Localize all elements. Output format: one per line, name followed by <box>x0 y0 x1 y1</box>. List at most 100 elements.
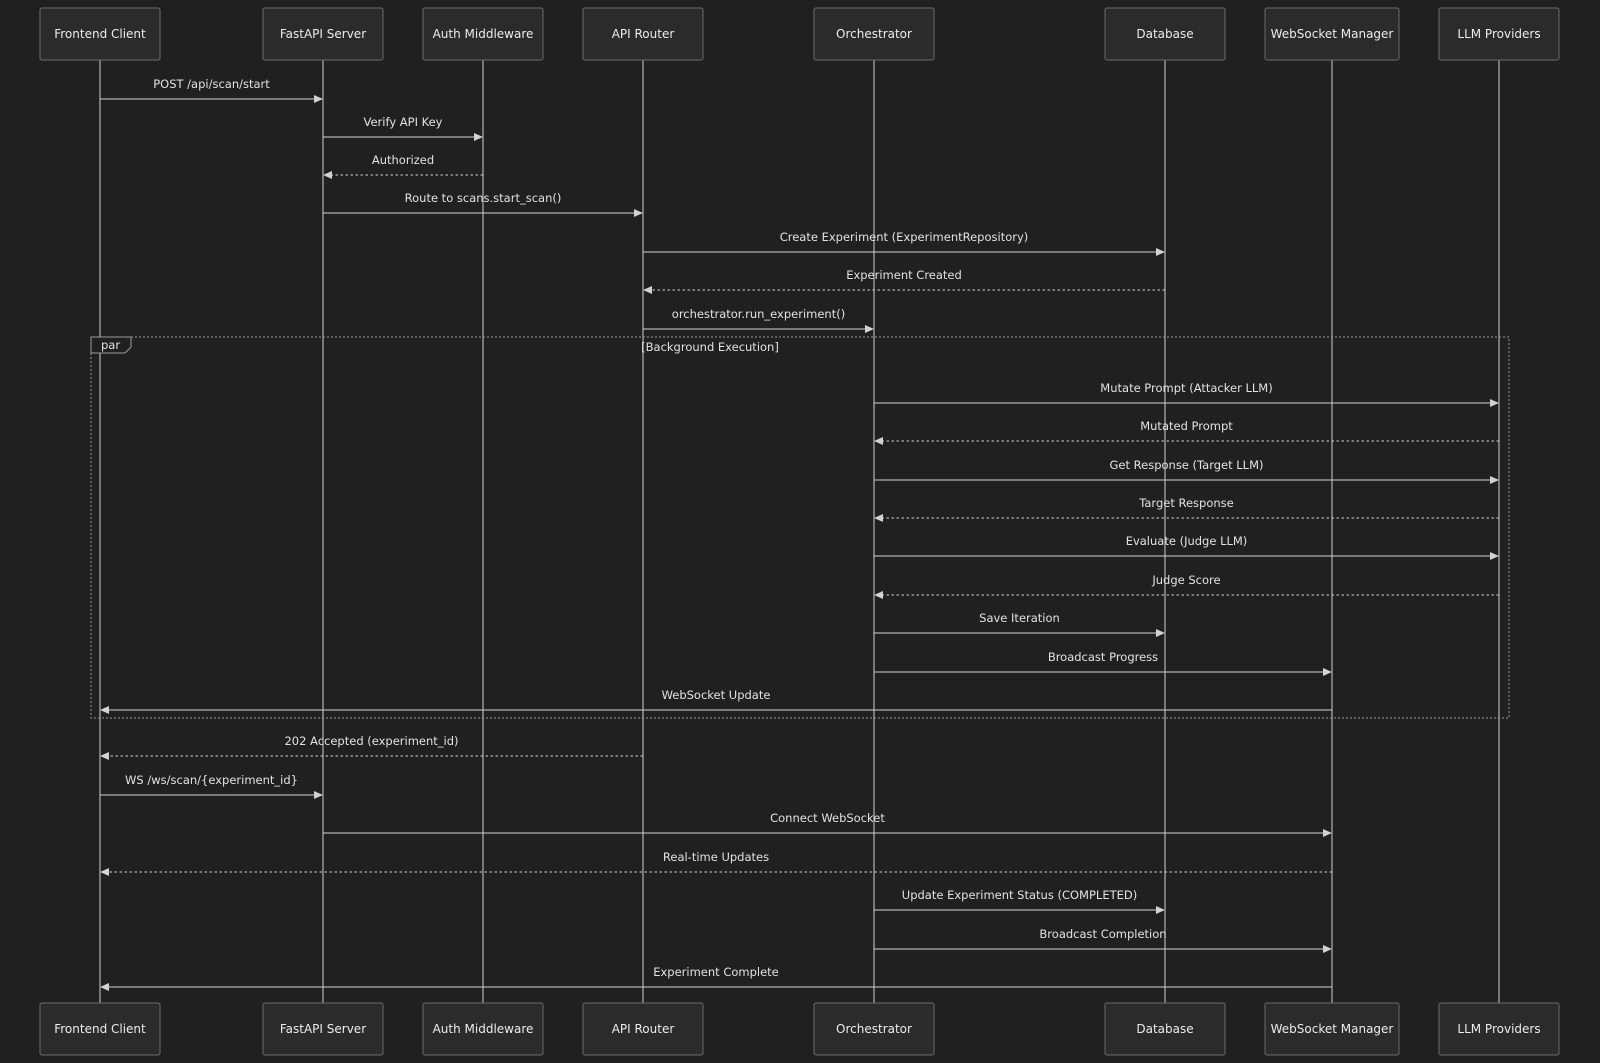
arrowhead-icon <box>1490 552 1499 560</box>
participant-router-top: API Router <box>582 7 704 61</box>
participant-ws-bottom: WebSocket Manager <box>1264 1002 1400 1056</box>
participant-box <box>582 1002 704 1056</box>
participant-label: Auth Middleware <box>433 1022 534 1036</box>
participant-label: FastAPI Server <box>280 27 366 41</box>
arrowhead-icon <box>874 514 883 522</box>
participant-label: Frontend Client <box>54 27 146 41</box>
message-label: Route to scans.start_scan() <box>405 191 562 205</box>
arrowhead-icon <box>1323 945 1332 953</box>
arrowhead-icon <box>1323 829 1332 837</box>
message-label: Get Response (Target LLM) <box>1110 458 1264 472</box>
message-label: WS /ws/scan/{experiment_id} <box>125 773 298 787</box>
arrowhead-icon <box>100 706 109 714</box>
participant-label: API Router <box>612 1022 675 1036</box>
participant-client-bottom: Frontend Client <box>39 1002 161 1056</box>
message-label: Broadcast Completion <box>1039 927 1166 941</box>
message-3: Route to scans.start_scan() <box>323 191 643 217</box>
arrowhead-icon <box>323 171 332 179</box>
message-label: Broadcast Progress <box>1048 650 1158 664</box>
fragment-border <box>90 336 1510 719</box>
participant-label: FastAPI Server <box>280 1022 366 1036</box>
participants-top: Frontend Client FastAPI Server Auth Middle… <box>39 7 1560 61</box>
arrowhead-icon <box>874 437 883 445</box>
participant-llm-top: LLM Providers <box>1438 7 1560 61</box>
arrowhead-icon <box>1156 906 1165 914</box>
arrowhead-icon <box>100 983 109 991</box>
participant-db-bottom: Database <box>1104 1002 1226 1056</box>
participant-label: WebSocket Manager <box>1271 27 1394 41</box>
message-17: WS /ws/scan/{experiment_id} <box>100 773 323 799</box>
message-label: Mutate Prompt (Attacker LLM) <box>1100 381 1272 395</box>
participant-client-top: Frontend Client <box>39 7 161 61</box>
message-label: Authorized <box>372 153 434 167</box>
participant-llm-bottom: LLM Providers <box>1438 1002 1560 1056</box>
arrowhead-icon <box>1490 399 1499 407</box>
arrowhead-icon <box>474 133 483 141</box>
arrowhead-icon <box>865 325 874 333</box>
fragment-condition: [Background Execution] <box>641 340 779 354</box>
participant-box <box>39 1002 161 1056</box>
arrowhead-icon <box>634 209 643 217</box>
message-7: Mutate Prompt (Attacker LLM) <box>874 381 1499 407</box>
participant-box <box>1264 7 1400 61</box>
participant-label: Frontend Client <box>54 1022 146 1036</box>
arrowhead-icon <box>1156 629 1165 637</box>
message-20: Update Experiment Status (COMPLETED) <box>874 888 1165 914</box>
participant-box <box>813 1002 935 1056</box>
participant-label: Orchestrator <box>836 27 912 41</box>
participant-label: Database <box>1136 27 1193 41</box>
message-label: Create Experiment (ExperimentRepository) <box>780 230 1029 244</box>
participant-label: Orchestrator <box>836 1022 912 1036</box>
message-8: Mutated Prompt <box>874 419 1499 445</box>
participant-box <box>1104 1002 1226 1056</box>
message-12: Judge Score <box>874 573 1499 599</box>
participant-router-bottom: API Router <box>582 1002 704 1056</box>
participant-server-bottom: FastAPI Server <box>262 1002 384 1056</box>
participant-label: LLM Providers <box>1457 27 1540 41</box>
participant-orch-bottom: Orchestrator <box>813 1002 935 1056</box>
participant-orch-top: Orchestrator <box>813 7 935 61</box>
message-label: Judge Score <box>1151 573 1220 587</box>
participant-db-top: Database <box>1104 7 1226 61</box>
message-9: Get Response (Target LLM) <box>874 458 1499 484</box>
message-15: WebSocket Update <box>100 688 1332 714</box>
participant-box <box>39 7 161 61</box>
arrowhead-icon <box>314 791 323 799</box>
message-18: Connect WebSocket <box>323 811 1332 837</box>
participant-ws-top: WebSocket Manager <box>1264 7 1400 61</box>
message-22: Experiment Complete <box>100 965 1332 991</box>
message-label: Connect WebSocket <box>770 811 885 825</box>
participant-box <box>582 7 704 61</box>
message-16: 202 Accepted (experiment_id) <box>100 734 643 760</box>
message-label: Evaluate (Judge LLM) <box>1126 534 1248 548</box>
arrowhead-icon <box>100 752 109 760</box>
message-label: Mutated Prompt <box>1140 419 1233 433</box>
participant-box <box>813 7 935 61</box>
message-21: Broadcast Completion <box>874 927 1332 953</box>
participant-box <box>422 7 544 61</box>
arrowhead-icon <box>1323 668 1332 676</box>
participant-box <box>262 1002 384 1056</box>
arrowhead-icon <box>100 868 109 876</box>
message-label: orchestrator.run_experiment() <box>672 307 845 321</box>
message-2: Authorized <box>323 153 483 179</box>
message-label: Experiment Created <box>846 268 962 282</box>
arrowhead-icon <box>874 591 883 599</box>
message-19: Real-time Updates <box>100 850 1332 876</box>
message-label: Update Experiment Status (COMPLETED) <box>902 888 1137 902</box>
message-label: Target Response <box>1138 496 1233 510</box>
fragments: par [Background Execution] <box>90 336 1510 719</box>
message-label: Real-time Updates <box>663 850 769 864</box>
message-label: Verify API Key <box>364 115 443 129</box>
fragment-label: par <box>101 338 120 352</box>
message-label: 202 Accepted (experiment_id) <box>284 734 458 748</box>
participant-box <box>1438 7 1560 61</box>
message-4: Create Experiment (ExperimentRepository) <box>643 230 1165 256</box>
participant-box <box>1438 1002 1560 1056</box>
message-0: POST /api/scan/start <box>100 77 323 103</box>
participant-server-top: FastAPI Server <box>262 7 384 61</box>
participant-box <box>262 7 384 61</box>
participant-auth-top: Auth Middleware <box>422 7 544 61</box>
